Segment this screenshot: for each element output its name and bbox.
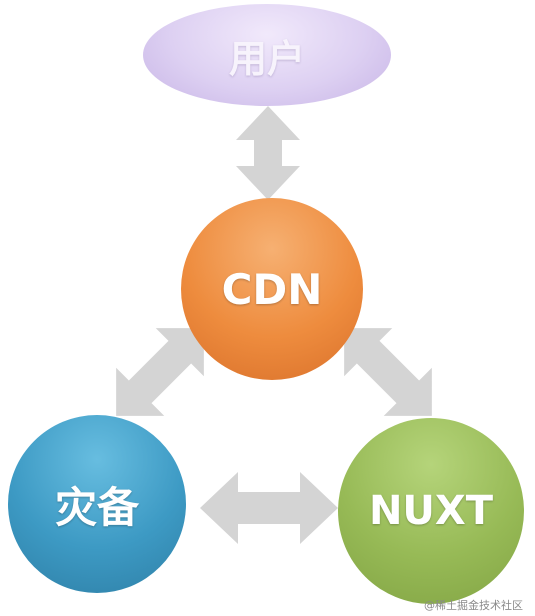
watermark: @稀土掘金技术社区 (424, 599, 523, 612)
arrow-cdn-nuxt (344, 328, 432, 416)
backup-label: 灾备 (54, 482, 139, 532)
user-node: 用户 (143, 4, 391, 106)
arrow-backup-nuxt (200, 472, 338, 544)
backup-node: 灾备 (8, 415, 186, 593)
nuxt-label: NUXT (368, 488, 494, 534)
arrow-cdn-backup (116, 328, 204, 416)
cdn-node: CDN (181, 198, 363, 380)
user-label: 用户 (228, 36, 305, 81)
cdn-label: CDN (221, 264, 323, 314)
arrow-user-cdn (236, 106, 300, 200)
nuxt-node: NUXT (338, 418, 524, 604)
